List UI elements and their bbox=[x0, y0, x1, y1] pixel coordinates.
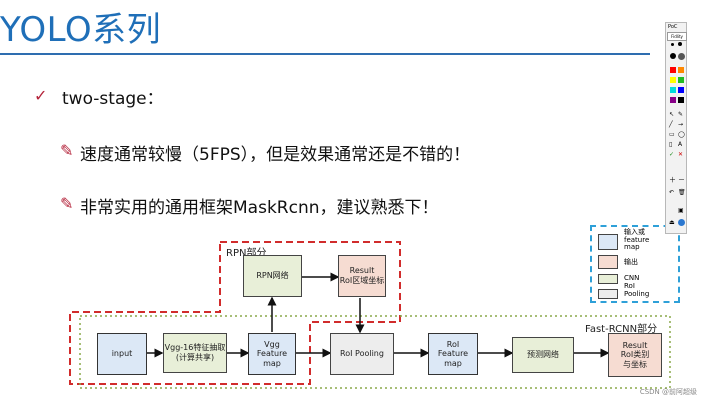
node-rpn-network: RPN网络 bbox=[243, 255, 302, 297]
save-icon[interactable]: ▣ bbox=[678, 207, 684, 214]
toolbar-mode-button[interactable]: Fidlity bbox=[667, 32, 687, 41]
bullet-speed: 速度通常较慢（5FPS），但是效果通常还是不错的！ bbox=[80, 145, 471, 165]
pencil-icon: ✎ bbox=[60, 141, 74, 160]
legend-label-input: 输入或 feature map bbox=[624, 228, 650, 252]
legend-swatch-output bbox=[598, 255, 618, 269]
color-purple[interactable] bbox=[670, 97, 676, 103]
highlight-tool-icon[interactable]: ▯ bbox=[669, 141, 673, 148]
node-roi-pooling: RoI Pooling bbox=[330, 333, 394, 375]
cross-tool-icon[interactable]: ✕ bbox=[678, 151, 684, 158]
node-vgg16-extract: Vgg-16特征抽取 (计算共享) bbox=[163, 333, 227, 373]
legend-swatch-roi-pooling bbox=[598, 289, 618, 299]
zoom-out-icon[interactable]: － bbox=[678, 176, 685, 184]
annotation-toolbar[interactable]: PoC Fidlity ↖ ✎ ╱ → ▭ ◯ A ▯ ✓ ✕ ＋ － ↶ 🗑 … bbox=[665, 22, 687, 234]
fast-rcnn-label: Fast-RCNN部分 bbox=[585, 324, 658, 335]
check-tool-icon[interactable]: ✓ bbox=[669, 151, 675, 158]
help-icon[interactable] bbox=[678, 219, 685, 226]
line-tool-icon[interactable]: ╱ bbox=[669, 121, 673, 128]
pencil-icon: ✎ bbox=[60, 194, 74, 213]
bullet-maskrcnn: 非常实用的通用框架MaskRcnn，建议熟悉下！ bbox=[80, 198, 439, 218]
node-input: input bbox=[97, 333, 147, 375]
pen-size-medium[interactable] bbox=[678, 42, 682, 46]
watermark: CSDN @前阿超级 bbox=[639, 388, 697, 396]
arrow-tool-icon[interactable]: → bbox=[678, 121, 684, 128]
color-blue[interactable] bbox=[678, 87, 684, 93]
pen-size-xlarge[interactable] bbox=[678, 53, 685, 60]
node-final-result: Result RoI类别 与坐标 bbox=[608, 333, 662, 377]
select-tool-icon[interactable]: ↖ bbox=[669, 111, 675, 118]
rpn-label: RPN部分 bbox=[226, 248, 267, 259]
rect-tool-icon[interactable]: ▭ bbox=[669, 131, 675, 138]
color-red[interactable] bbox=[670, 67, 676, 73]
zoom-in-icon[interactable]: ＋ bbox=[669, 176, 676, 184]
node-rpn-result: Result RoI区域坐标 bbox=[338, 255, 386, 297]
pen-tool-icon[interactable]: ✎ bbox=[678, 111, 684, 118]
toolbar-title: PoC bbox=[668, 24, 678, 30]
exit-icon[interactable]: ⏏ bbox=[669, 219, 675, 226]
title-underline bbox=[0, 53, 650, 55]
node-predict-network: 预测网络 bbox=[512, 337, 574, 373]
bullet-two-stage: two-stage： bbox=[62, 89, 164, 109]
color-orange[interactable] bbox=[678, 67, 684, 73]
color-green[interactable] bbox=[678, 77, 684, 83]
slide-title: YOLO系列 bbox=[0, 10, 162, 50]
text-tool-icon[interactable]: A bbox=[678, 141, 683, 148]
legend-label-output: 输出 bbox=[624, 258, 638, 266]
ellipse-tool-icon[interactable]: ◯ bbox=[678, 131, 685, 138]
legend: 输入或 feature map 输出 CNN RoI Pooling bbox=[590, 225, 680, 303]
node-roi-feature-map: RoI Feature map bbox=[428, 333, 478, 375]
checkmark-icon: ✓ bbox=[34, 86, 48, 105]
legend-swatch-cnn bbox=[598, 274, 618, 284]
undo-icon[interactable]: ↶ bbox=[669, 189, 675, 196]
color-yellow[interactable] bbox=[670, 77, 676, 83]
delete-icon[interactable]: 🗑 bbox=[678, 189, 686, 196]
color-cyan[interactable] bbox=[670, 87, 676, 93]
color-black[interactable] bbox=[678, 97, 684, 103]
pen-size-small[interactable] bbox=[671, 43, 674, 46]
legend-swatch-input bbox=[598, 234, 618, 250]
node-vgg-feature-map: Vgg Feature map bbox=[248, 333, 296, 375]
pen-size-large[interactable] bbox=[670, 53, 676, 59]
legend-label-cnn: CNN bbox=[624, 274, 640, 282]
legend-label-roi-pooling: RoI Pooling bbox=[624, 282, 650, 298]
